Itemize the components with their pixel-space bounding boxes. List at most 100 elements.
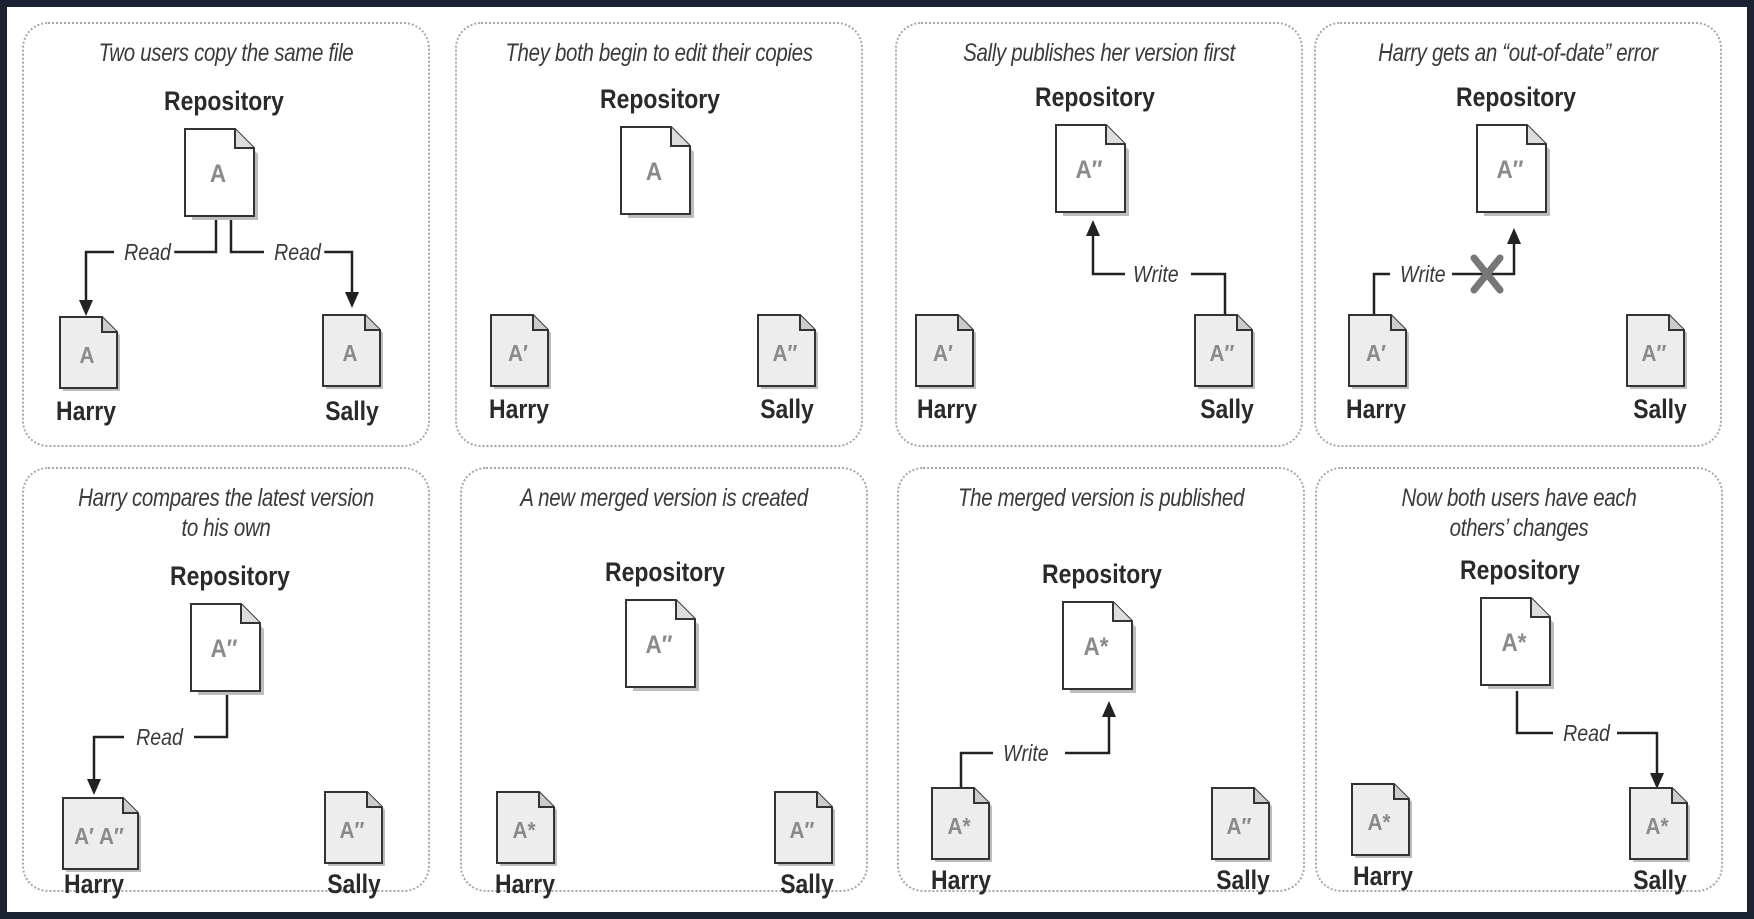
repository-label: Repository bbox=[605, 557, 725, 587]
sally-file-icon: A″ bbox=[757, 314, 819, 390]
repository-file-icon: A bbox=[184, 128, 258, 220]
file-version: A″ bbox=[1226, 813, 1252, 839]
file-version: A* bbox=[1645, 813, 1669, 839]
repository-label: Repository bbox=[1042, 559, 1162, 589]
panel-merged-publish: The merged version is published Reposito… bbox=[897, 467, 1305, 895]
repository-file-icon: A* bbox=[1480, 597, 1554, 689]
file-version: A″ bbox=[789, 817, 815, 843]
read-arrow bbox=[1515, 691, 1664, 789]
sally-file-icon: A″ bbox=[324, 791, 386, 867]
file-version: A* bbox=[1501, 629, 1527, 657]
repository-file-icon: A″ bbox=[625, 599, 699, 691]
sally-file-icon: A″ bbox=[1211, 787, 1273, 863]
file-version: A* bbox=[512, 817, 536, 843]
sally-file-icon: A″ bbox=[1626, 314, 1688, 390]
repository-file-icon: A* bbox=[1062, 601, 1136, 693]
panel-caption: The merged version is published bbox=[957, 484, 1245, 512]
harry-file-icon: A* bbox=[496, 791, 558, 867]
repository-file-icon: A bbox=[620, 126, 694, 218]
panel-caption: A new merged version is created bbox=[520, 484, 808, 512]
file-version: A bbox=[209, 160, 227, 188]
panel-compare: Harry compares the latest version to his… bbox=[22, 467, 430, 899]
harry-file-icon: A′ bbox=[1348, 314, 1410, 390]
repository-file-icon: A″ bbox=[1055, 124, 1129, 216]
sally-label: Sally bbox=[325, 396, 379, 426]
file-version: A bbox=[79, 342, 95, 368]
panel-publish: Sally publishes her version first Reposi… bbox=[895, 22, 1303, 447]
file-version: A bbox=[645, 158, 663, 186]
harry-label: Harry bbox=[931, 865, 991, 895]
harry-label: Harry bbox=[495, 869, 555, 899]
sally-label: Sally bbox=[760, 394, 814, 424]
sally-file-icon: A* bbox=[1629, 787, 1691, 863]
read-arrow-label: Read bbox=[1559, 720, 1614, 746]
caption-line: Harry compares the latest version bbox=[78, 484, 374, 512]
harry-label: Harry bbox=[64, 869, 124, 899]
repository-label: Repository bbox=[1456, 82, 1576, 112]
panel-merge: A new merged version is created Reposito… bbox=[460, 467, 868, 899]
file-version: A″ bbox=[1641, 340, 1667, 366]
write-arrow bbox=[1086, 220, 1227, 314]
write-arrow bbox=[1372, 228, 1521, 314]
sally-label: Sally bbox=[1633, 865, 1687, 895]
harry-label: Harry bbox=[489, 394, 549, 424]
file-version: A′ A″ bbox=[74, 823, 124, 849]
sally-file-icon: A″ bbox=[1194, 314, 1256, 390]
file-version: A″ bbox=[1209, 340, 1235, 366]
sally-label: Sally bbox=[1633, 394, 1687, 424]
write-arrow bbox=[959, 701, 1116, 787]
caption-line: others’ changes bbox=[1449, 514, 1589, 542]
sally-label: Sally bbox=[327, 869, 381, 899]
repository-label: Repository bbox=[170, 561, 290, 591]
caption-line: Now both users have each bbox=[1401, 484, 1637, 512]
file-version: A″ bbox=[210, 635, 238, 663]
repository-label: Repository bbox=[1460, 555, 1580, 585]
harry-label: Harry bbox=[917, 394, 977, 424]
sally-file-icon: A bbox=[322, 314, 384, 390]
harry-file-icon: A* bbox=[931, 787, 993, 863]
panel-error: Harry gets an “out-of-date” error Reposi… bbox=[1314, 22, 1722, 447]
panel-caption: They both begin to edit their copies bbox=[505, 39, 813, 67]
sally-file-icon: A″ bbox=[774, 791, 836, 867]
diagram-canvas: Two users copy the same file Repository … bbox=[7, 7, 1747, 912]
repository-file-icon: A″ bbox=[1476, 124, 1550, 216]
repository-file-icon: A″ bbox=[190, 603, 264, 695]
repository-label: Repository bbox=[164, 86, 284, 116]
file-version: A′ bbox=[1366, 340, 1386, 366]
read-arrows bbox=[79, 220, 359, 316]
file-version: A″ bbox=[1496, 156, 1524, 184]
harry-file-icon: A* bbox=[1351, 783, 1413, 859]
panel-caption: Two users copy the same file bbox=[98, 39, 354, 67]
panel-caption: Now both users have each others’ changes bbox=[1360, 483, 1678, 543]
write-arrow-label: Write bbox=[1396, 261, 1450, 287]
file-version: A″ bbox=[645, 631, 673, 659]
panel-caption: Harry gets an “out-of-date” error bbox=[1378, 39, 1658, 67]
harry-file-icon: A′ bbox=[490, 314, 552, 390]
file-version: A″ bbox=[1075, 156, 1103, 184]
file-version: A* bbox=[947, 813, 971, 839]
panel-both-updated: Now both users have each others’ changes… bbox=[1315, 467, 1723, 895]
sally-label: Sally bbox=[1200, 394, 1254, 424]
harry-label: Harry bbox=[1353, 861, 1413, 891]
caption-line: to his own bbox=[181, 514, 271, 542]
file-version: A bbox=[342, 340, 358, 366]
harry-file-icon: A′ bbox=[915, 314, 977, 390]
repository-label: Repository bbox=[1035, 82, 1155, 112]
panel-copy: Two users copy the same file Repository … bbox=[22, 22, 430, 447]
repository-label: Repository bbox=[600, 84, 720, 114]
panel-caption: Sally publishes her version first bbox=[963, 39, 1235, 67]
write-arrow-label: Write bbox=[999, 740, 1053, 766]
file-version: A* bbox=[1367, 809, 1391, 835]
harry-label: Harry bbox=[1346, 394, 1406, 424]
file-version: A′ bbox=[933, 340, 953, 366]
read-arrow-label: Read bbox=[132, 724, 187, 750]
panel-edit: They both begin to edit their copies Rep… bbox=[455, 22, 863, 447]
panel-caption: Harry compares the latest version to his… bbox=[67, 483, 385, 543]
read-arrow-label: Read bbox=[270, 239, 325, 265]
file-version: A′ bbox=[508, 340, 528, 366]
read-arrow bbox=[87, 695, 229, 795]
write-arrow-label: Write bbox=[1129, 261, 1183, 287]
file-version: A″ bbox=[339, 817, 365, 843]
file-version: A* bbox=[1083, 633, 1109, 661]
read-arrow-label: Read bbox=[120, 239, 175, 265]
